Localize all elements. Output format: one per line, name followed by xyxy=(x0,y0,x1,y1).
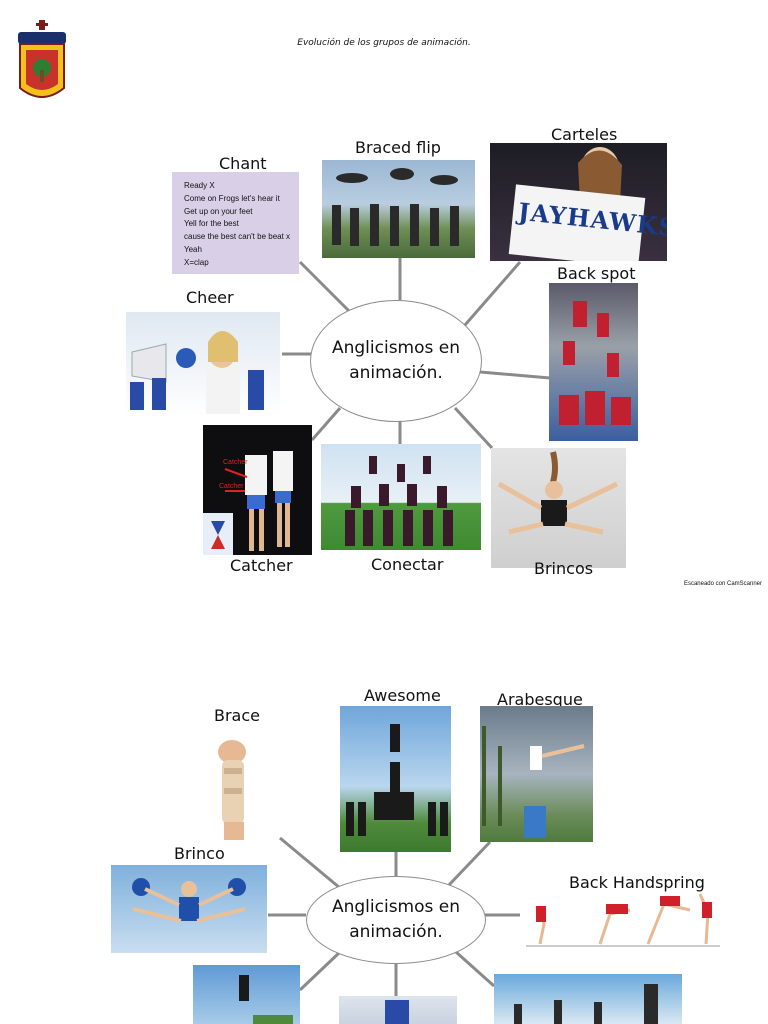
node-label-chant: Chant xyxy=(219,154,267,173)
node-label-brace: Brace xyxy=(214,706,260,725)
carteles-photo: JAYHAWKS xyxy=(490,143,667,261)
back-handspring-photo xyxy=(520,884,724,952)
scanner-watermark: Escaneado con CamScanner xyxy=(683,581,762,587)
catcher-annotation: Catcher xyxy=(223,459,248,466)
center-node-label: Anglicismos en animación. xyxy=(331,337,461,384)
node-label-conectar: Conectar xyxy=(371,555,444,574)
node-label-cheer: Cheer xyxy=(186,288,234,307)
document-title: Evolución de los grupos de animación. xyxy=(297,38,471,48)
conectar-photo xyxy=(321,444,481,550)
chant-line: cause the best can't be beat x xyxy=(184,232,291,242)
brace-photo xyxy=(212,738,256,840)
center-node-2-label: Anglicismos en animación. xyxy=(331,896,461,943)
catcher-annotation: Catcher xyxy=(219,483,244,490)
node-label-back-spot: Back spot xyxy=(557,264,636,283)
bottom-right-photo xyxy=(494,974,682,1024)
chant-line: X=clap xyxy=(184,257,209,267)
chant-line: Ready X xyxy=(184,181,215,190)
center-node: Anglicismos en animación. xyxy=(310,300,482,422)
bottom-left-photo xyxy=(193,965,300,1024)
node-label-awesome: Awesome xyxy=(364,686,441,705)
bottom-center-photo xyxy=(339,996,457,1024)
back-spot-photo xyxy=(549,283,638,441)
center-node-2: Anglicismos en animación. xyxy=(306,876,486,964)
node-label-brinco: Brinco xyxy=(174,844,225,863)
node-label-carteles: Carteles xyxy=(551,125,618,144)
chant-line: Yeah xyxy=(184,244,202,254)
node-label-braced-flip: Braced flip xyxy=(355,138,441,157)
brincos-photo xyxy=(491,448,626,568)
university-crest-logo xyxy=(14,18,70,104)
awesome-photo xyxy=(340,706,451,852)
node-label-arabesque: Arabesque xyxy=(497,690,583,709)
node-label-back-handspring: Back Handspring xyxy=(569,873,705,892)
arabesque-photo xyxy=(480,706,593,842)
chant-lyrics-box: Ready X Come on Frogs let's hear it Get … xyxy=(172,172,299,274)
chant-line: Come on Frogs let's hear it xyxy=(184,193,280,203)
catcher-photo: Catcher Catcher xyxy=(203,425,312,555)
braced-flip-photo xyxy=(322,160,475,258)
cheer-photo xyxy=(126,312,280,417)
brinco-photo xyxy=(111,865,267,953)
node-label-brincos: Brincos xyxy=(534,559,594,578)
chant-line: Get up on your feet xyxy=(184,206,253,216)
chant-line: Yell for the best xyxy=(184,219,239,229)
node-label-catcher: Catcher xyxy=(230,556,293,575)
